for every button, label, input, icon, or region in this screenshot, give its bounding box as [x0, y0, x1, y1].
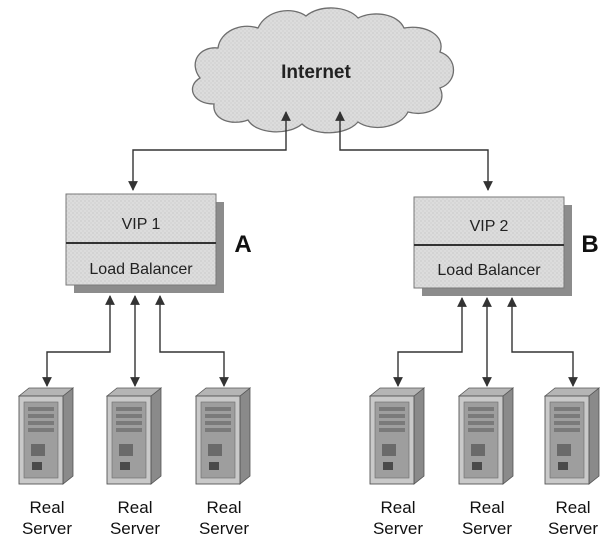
lb-a-label: Load Balancer	[89, 261, 193, 278]
server-drive-bay	[205, 407, 231, 411]
server-drive-bay	[554, 421, 580, 425]
server-drive-bay	[468, 407, 494, 411]
server-drive-bay	[379, 407, 405, 411]
server-control-panel	[557, 444, 571, 456]
server-power-button	[120, 462, 130, 470]
server-drive-bay	[379, 428, 405, 432]
server-side-panel	[150, 387, 162, 485]
vip-a-label: VIP 1	[122, 216, 161, 233]
server-top-panel	[194, 387, 252, 397]
server-top-panel	[457, 387, 515, 397]
lb-a-box	[65, 193, 217, 286]
server-top-panel	[543, 387, 601, 397]
server-drive-bay	[468, 421, 494, 425]
server-drive-bay	[116, 428, 142, 432]
cluster-b-load-balancer: VIP 2 Load Balancer	[413, 196, 572, 296]
server-label-line2: Server	[199, 519, 249, 538]
server-drive-bay	[554, 414, 580, 418]
cluster-a-side-label: A	[234, 231, 251, 258]
server-side-panel	[588, 387, 600, 485]
cluster-b-side-label: B	[581, 231, 598, 258]
server-drive-bay	[554, 428, 580, 432]
server-label-line2: Server	[548, 519, 598, 538]
server-drive-bay	[468, 428, 494, 432]
server-control-panel	[208, 444, 222, 456]
link-internet-to-lb-b	[335, 111, 493, 191]
server-power-button	[558, 462, 568, 470]
internet-links	[128, 111, 493, 191]
server-side-panel	[413, 387, 425, 485]
server-tower-icon	[543, 387, 601, 485]
link-lb-b-server-1	[393, 297, 467, 387]
server-drive-bay	[116, 407, 142, 411]
server-side-panel	[502, 387, 514, 485]
cloud-shape	[191, 7, 455, 134]
server-drive-bay	[205, 414, 231, 418]
server-drive-bay	[28, 428, 54, 432]
server-label-line2: Server	[373, 519, 423, 538]
server-label-line2: Server	[22, 519, 72, 538]
server-top-panel	[368, 387, 426, 397]
server-top-panel	[105, 387, 163, 397]
link-lb-b-server-3	[507, 297, 578, 387]
server-control-panel	[31, 444, 45, 456]
cluster-b-server-links	[393, 297, 578, 387]
lb-b-label: Load Balancer	[437, 262, 541, 279]
server-power-button	[383, 462, 393, 470]
server-label-line2: Server	[462, 519, 512, 538]
server-side-panel	[239, 387, 251, 485]
server-drive-bay	[205, 428, 231, 432]
server-tower-icon	[17, 387, 75, 485]
server-drive-bay	[28, 421, 54, 425]
server-label-line1: Real	[381, 498, 416, 517]
server-drive-bay	[468, 414, 494, 418]
server-control-panel	[471, 444, 485, 456]
server-label-line1: Real	[470, 498, 505, 517]
server-power-button	[32, 462, 42, 470]
server-drive-bay	[379, 421, 405, 425]
server-tower-icon	[368, 387, 426, 485]
link-lb-a-server-3	[155, 295, 229, 387]
server-label-line1: Real	[207, 498, 242, 517]
internet-cloud: Internet	[191, 7, 455, 134]
internet-label: Internet	[281, 62, 351, 83]
server-drive-bay	[116, 414, 142, 418]
server-side-panel	[62, 387, 74, 485]
server-power-button	[209, 462, 219, 470]
server-drive-bay	[28, 414, 54, 418]
server-label-line1: Real	[118, 498, 153, 517]
server-label-line2: Server	[110, 519, 160, 538]
cluster-a-server-links	[42, 295, 229, 387]
server-tower-icon	[457, 387, 515, 485]
server-label-line1: Real	[556, 498, 591, 517]
server-drive-bay	[28, 407, 54, 411]
server-control-panel	[119, 444, 133, 456]
server-top-panel	[17, 387, 75, 397]
server-drive-bay	[116, 421, 142, 425]
server-control-panel	[382, 444, 396, 456]
link-lb-a-server-1	[42, 295, 115, 387]
server-drive-bay	[379, 414, 405, 418]
server-label-line1: Real	[30, 498, 65, 517]
vip-b-label: VIP 2	[470, 218, 509, 235]
link-internet-to-lb-a	[128, 111, 291, 191]
cluster-a-load-balancer: VIP 1 Load Balancer	[65, 193, 224, 293]
server-drive-bay	[554, 407, 580, 411]
server-drive-bay	[205, 421, 231, 425]
server-tower-icon	[194, 387, 252, 485]
lb-b-box	[413, 196, 565, 289]
server-power-button	[472, 462, 482, 470]
server-tower-icon	[105, 387, 163, 485]
